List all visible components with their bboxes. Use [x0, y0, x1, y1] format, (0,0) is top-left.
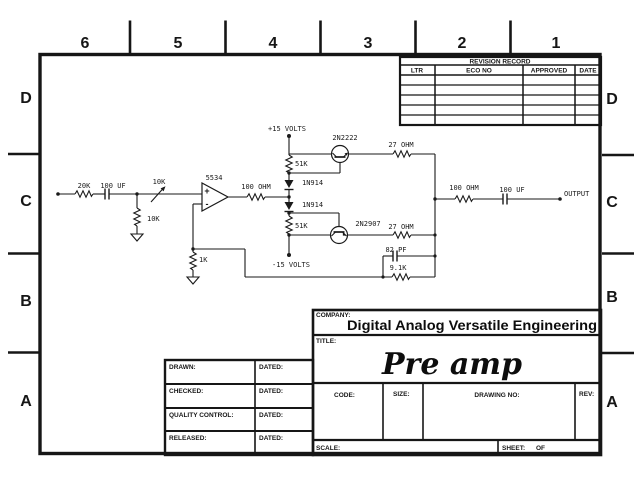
- circuit-labels: +15 VOLTS -15 VOLTS 20K 100 UF 10K 10K 5…: [78, 125, 590, 272]
- approval-released-dated: DATED:: [259, 435, 283, 442]
- r-opamp-out-label: 100 OHM: [241, 183, 271, 191]
- sheet-border: [38, 52, 602, 456]
- resistor-20k: [74, 190, 94, 198]
- approval-quality-dated: DATED:: [259, 412, 283, 419]
- revision-col-date: DATE: [579, 68, 597, 75]
- r-emitter-bottom-label: 27 OHM: [388, 223, 413, 231]
- zone-col-1: 1: [552, 35, 561, 52]
- revision-table-title: REVISION RECORD: [469, 59, 530, 66]
- c-output-label: 100 UF: [499, 186, 524, 194]
- resistor-51k-top: [285, 154, 293, 174]
- code-label: CODE:: [334, 392, 355, 399]
- q-npn-label: 2N2222: [332, 134, 357, 142]
- approval-drawn-label: DRAWN:: [169, 364, 196, 371]
- r-shunt-label: 10K: [147, 215, 160, 223]
- approval-checked-label: CHECKED:: [169, 388, 203, 395]
- c-input-label: 100 UF: [100, 182, 125, 190]
- zone-labels: 6 5 4 3 2 1 D C B A D C B A: [20, 35, 618, 411]
- opamp-label: 5534: [206, 174, 223, 182]
- r-input-label: 20K: [78, 182, 91, 190]
- ground-symbol-feedback: [186, 276, 200, 285]
- zone-row-d-left: D: [20, 90, 32, 107]
- zone-row-c-right: C: [606, 194, 618, 211]
- ground-symbol-input: [130, 233, 144, 242]
- output-label: OUTPUT: [564, 190, 590, 198]
- r-bias-top-label: 51K: [295, 160, 308, 168]
- resistor-9p1k: [391, 273, 411, 281]
- zone-row-b-left: B: [20, 293, 32, 310]
- border-rect: [38, 52, 602, 456]
- opamp-plus-sign: +: [204, 186, 209, 196]
- zone-ticks: [8, 20, 634, 355]
- company-label: COMPANY:: [316, 312, 350, 319]
- approval-table: DRAWN: DATED: CHECKED: DATED: QUALITY CO…: [163, 358, 315, 457]
- zone-col-3: 3: [364, 35, 373, 52]
- company-name: Digital Analog Versatile Engineering: [347, 317, 597, 333]
- r-bias-bottom-label: 51K: [295, 222, 308, 230]
- zone-row-a-right: A: [606, 394, 618, 411]
- zone-col-2: 2: [458, 35, 467, 52]
- diode-1n914-top: [284, 180, 294, 188]
- zone-col-4: 4: [269, 35, 278, 52]
- r-ground-label: 1K: [199, 256, 208, 264]
- approval-released-label: RELEASED:: [169, 435, 207, 442]
- r-emitter-top-label: 27 OHM: [388, 141, 413, 149]
- revision-table: REVISION RECORD LTR ECO NO APPROVED DATE: [398, 55, 603, 127]
- d-bottom-label: 1N914: [302, 201, 323, 209]
- zone-row-b-right: B: [606, 289, 618, 306]
- r-output-label: 100 OHM: [449, 184, 479, 192]
- circuit-wires: [58, 136, 560, 285]
- pot-arrow: [150, 187, 165, 203]
- resistor-1k: [189, 251, 197, 271]
- approval-drawn-dated: DATED:: [259, 364, 283, 371]
- drawing-no-label: DRAWING NO:: [474, 392, 519, 399]
- zone-row-c-left: C: [20, 193, 32, 210]
- of-label: OF: [536, 445, 545, 452]
- diode-1n914-bottom: [284, 202, 294, 210]
- opamp-minus-sign: -: [206, 199, 209, 209]
- zone-col-5: 5: [174, 35, 183, 52]
- d-top-label: 1N914: [302, 179, 323, 187]
- title-block: COMPANY: Digital Analog Versatile Engine…: [311, 308, 603, 457]
- revision-col-approved: APPROVED: [531, 68, 568, 75]
- zone-row-a-left: A: [20, 393, 32, 410]
- zone-col-6: 6: [81, 35, 90, 52]
- resistor-27ohm-bottom: [392, 231, 412, 239]
- scale-label: SCALE:: [316, 445, 340, 452]
- size-label: SIZE:: [393, 391, 410, 398]
- r-feedback-label: 9.1K: [390, 264, 408, 272]
- circuit: +15 VOLTS -15 VOLTS 20K 100 UF 10K 10K 5…: [56, 125, 590, 285]
- c-feedback-label: 82 PF: [385, 246, 406, 254]
- title-label: TITLE:: [316, 338, 336, 345]
- revision-col-eco: ECO NO: [466, 68, 492, 75]
- drawing-title: Pre amp: [381, 347, 522, 382]
- zone-row-d-right: D: [606, 91, 618, 108]
- revision-col-ltr: LTR: [411, 68, 423, 75]
- resistor-27ohm-top: [392, 150, 412, 158]
- supply-neg-label: -15 VOLTS: [272, 261, 310, 269]
- supply-pos-label: +15 VOLTS: [268, 125, 306, 133]
- resistor-10k-shunt: [133, 207, 141, 227]
- r-pot-label: 10K: [153, 178, 166, 186]
- approval-quality-label: QUALITY CONTROL:: [169, 412, 234, 419]
- resistor-100ohm-opamp: [246, 193, 266, 201]
- resistor-100ohm-output: [454, 195, 474, 203]
- sheet-label: SHEET:: [502, 445, 525, 452]
- approval-checked-dated: DATED:: [259, 388, 283, 395]
- opamp-symbol: [201, 181, 230, 213]
- rev-label: REV:: [579, 391, 594, 398]
- resistor-51k-bottom: [285, 215, 293, 235]
- q-pnp-label: 2N2907: [355, 220, 380, 228]
- junction-dots: [56, 134, 562, 279]
